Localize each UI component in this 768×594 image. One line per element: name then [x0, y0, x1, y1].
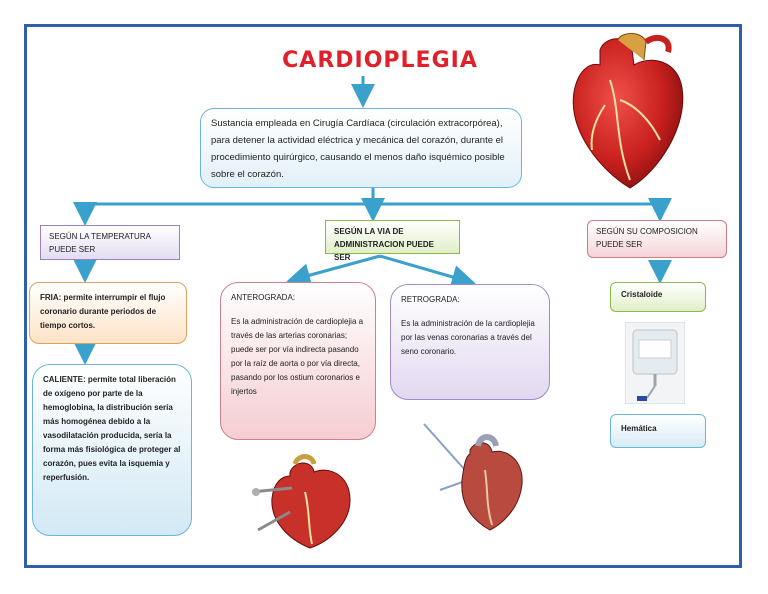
retrograda-box: RETROGRADA: Es la administración de la c… — [390, 284, 550, 400]
iv-bag-image — [625, 322, 685, 404]
retrograda-label: RETROGRADA: — [401, 293, 539, 307]
caliente-box: CALIENTE: permite total liberación de ox… — [32, 364, 192, 536]
header-composition: SEGÚN SU COMPOSICION PUEDE SER — [587, 220, 727, 258]
header-temperature: SEGÚN LA TEMPERATURA PUEDE SER — [40, 225, 180, 260]
cristaloide-box: Cristaloide — [610, 282, 706, 312]
header-route: SEGÚN LA VIA DE ADMINISTRACION PUEDE SER — [325, 220, 460, 254]
heart-illustration — [560, 30, 700, 195]
anterograda-label: ANTEROGRADA: — [231, 291, 365, 305]
anterograda-box: ANTEROGRADA: Es la administración de car… — [220, 282, 376, 440]
hematica-box: Hemática — [610, 414, 706, 448]
definition-box: Sustancia empleada en Cirugía Cardíaca (… — [200, 108, 522, 188]
retrograda-text: Es la administración de la cardioplejia … — [401, 319, 535, 356]
retrograde-heart-image — [420, 420, 530, 535]
anterograde-heart-image — [250, 452, 360, 552]
page-title: CARDIOPLEGIA — [270, 48, 490, 73]
fria-box: FRIA: permite interrumpir el flujo coron… — [29, 282, 187, 344]
arrow-to-retrograda — [380, 256, 470, 282]
anterograda-text: Es la administración de cardioplejia a t… — [231, 317, 363, 396]
